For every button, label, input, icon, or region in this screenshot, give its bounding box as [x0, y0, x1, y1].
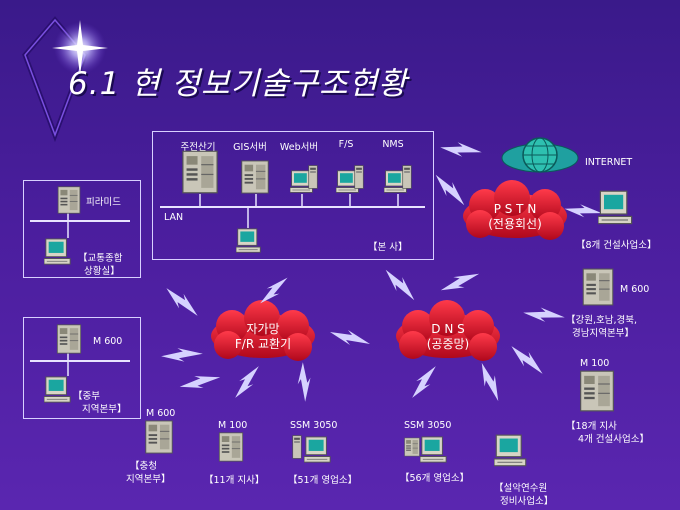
sales51-label: 【51개 영업소】 [288, 475, 358, 486]
dns-cloud-label: D N S (공중망) [403, 322, 493, 352]
hq-server-label: Web서버 [279, 142, 319, 153]
left-mid-name: 【중부 [73, 391, 100, 402]
pstn-subtitle: (전용회선) [488, 217, 542, 231]
dns-title: D N S [431, 322, 465, 336]
dns-cloud [396, 300, 500, 361]
left-top-name: 상황실】 [84, 266, 120, 277]
internet-label: INTERNET [585, 157, 633, 168]
right-m600-label: M 600 [620, 284, 650, 295]
left-mid-name: 지역본부】 [82, 404, 127, 415]
bottom-m100-label: M 100 [218, 420, 248, 431]
bottom-m600-label: M 600 [146, 408, 176, 419]
design-label: 【설악연수원 [494, 483, 548, 494]
right-m100-label: M 100 [580, 358, 610, 369]
left-top-server-label: 피라미드 [86, 197, 121, 208]
internet-globe-icon [501, 137, 579, 173]
dns-subtitle: (공중망) [426, 337, 470, 351]
fr-cloud-label: 자가망 F/R 교환기 [218, 322, 308, 352]
branch18-label: 【18개 지사 [566, 421, 617, 432]
regional-label: 【강원,호남,경북, [566, 315, 637, 326]
chungcheong-label: 지역본부】 [126, 474, 171, 485]
regional-label: 경남지역본부】 [572, 328, 634, 339]
fr-cloud [211, 300, 315, 361]
fr-subtitle: F/R 교환기 [234, 337, 292, 351]
ssm1-label: SSM 3050 [290, 420, 338, 431]
pstn-cloud [463, 180, 567, 240]
hq-box [152, 131, 434, 260]
lan-label: LAN [164, 212, 184, 223]
left-mid-box [23, 317, 141, 419]
design-label: 정비사업소】 [500, 496, 554, 507]
hq-server-label: 주전산기 [180, 142, 216, 153]
left-top-box [23, 180, 141, 278]
pstn-cloud-label: P S T N (전용회선) [470, 202, 560, 232]
fr-title: 자가망 [246, 322, 280, 336]
sales56-label: 【56개 영업소】 [400, 473, 470, 484]
left-mid-server-label: M 600 [93, 336, 123, 347]
hq-server-label: GIS서버 [233, 142, 267, 153]
branch11-label: 【11개 지사】 [204, 475, 265, 486]
hq-server-label: NMS [382, 139, 404, 150]
ssm2-label: SSM 3050 [404, 420, 452, 431]
construction8-label: 【8개 건설사업소】 [576, 240, 657, 251]
pstn-title: P S T N [493, 202, 537, 216]
hq-server-label: F/S [338, 139, 354, 150]
branch18-label: 4개 건설사업소】 [578, 434, 650, 445]
page-title: 6.1 현 정보기술구조현황 [68, 66, 408, 102]
star-logo-icon [22, 16, 108, 143]
hq-name: 【본 사】 [368, 242, 408, 253]
chungcheong-label: 【충청 [130, 461, 157, 472]
left-top-name: 【교통종합 [78, 253, 123, 264]
